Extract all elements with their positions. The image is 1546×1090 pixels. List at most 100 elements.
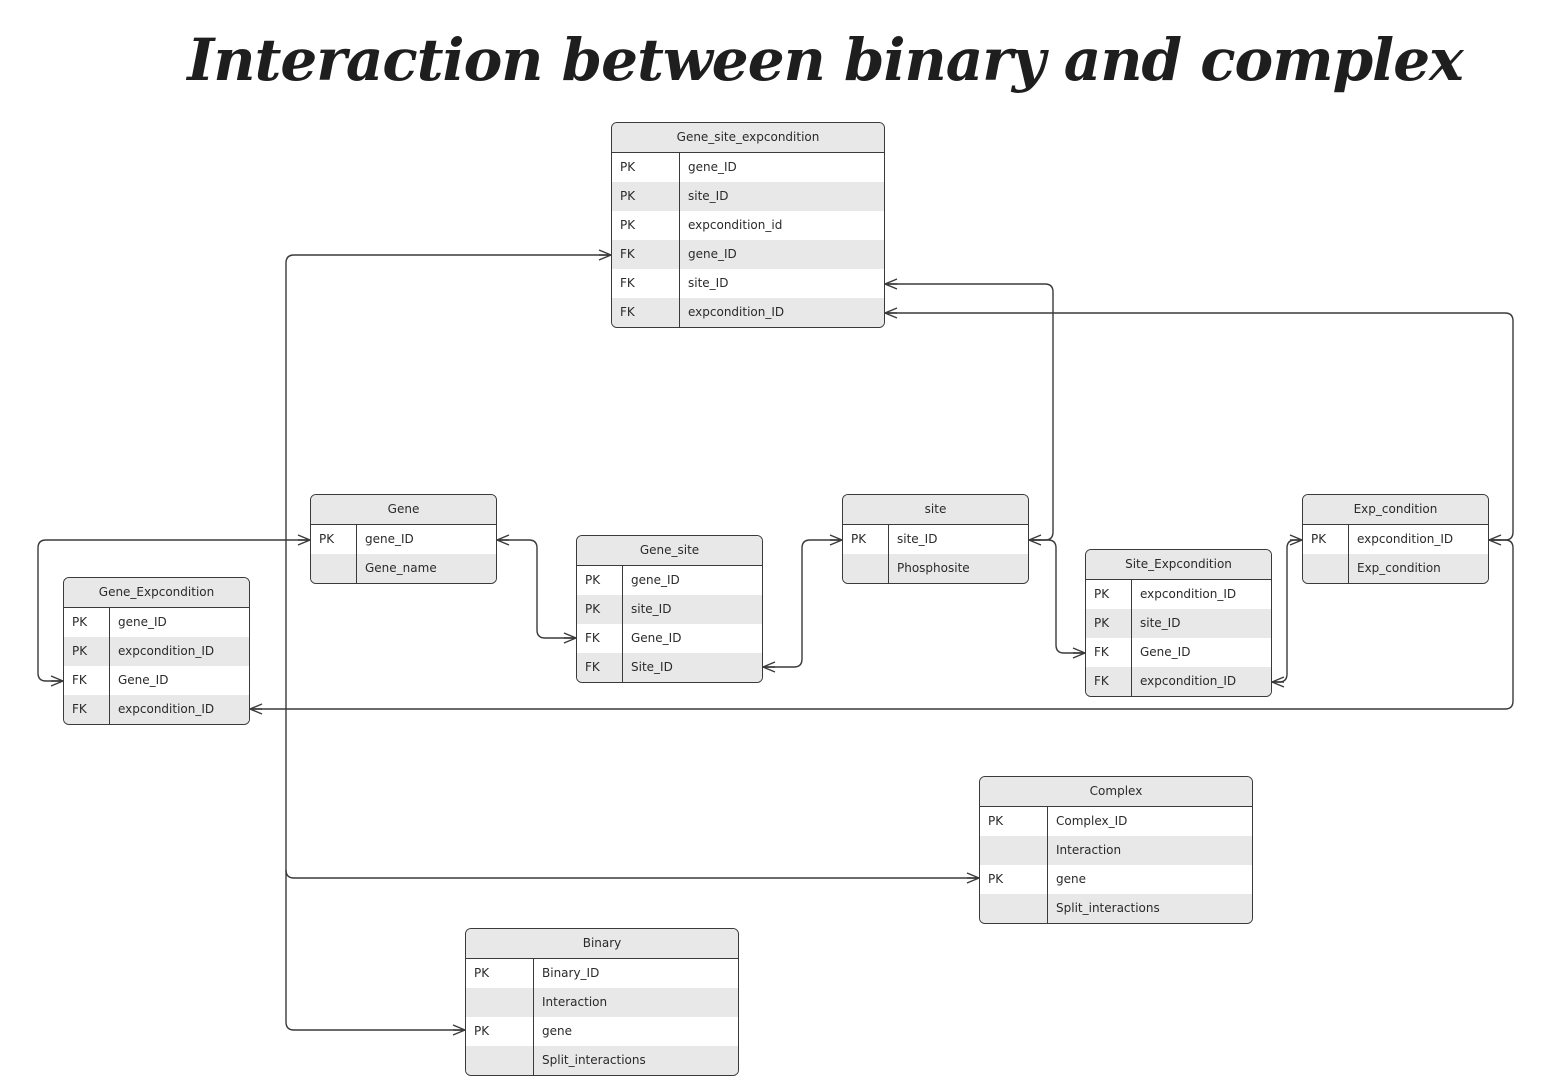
entity-row: FK gene_ID [612, 240, 884, 269]
key-type: PK [466, 1017, 534, 1046]
connector-site-genesite [763, 539, 842, 668]
crow-foot-icon [563, 632, 577, 644]
key-type: FK [612, 298, 680, 327]
field-name: site_ID [897, 532, 938, 546]
key-type: FK [612, 269, 680, 298]
key-type [466, 988, 534, 1017]
field-name: gene_ID [688, 247, 737, 261]
key-type: FK [577, 653, 623, 682]
field-name: expcondition_ID [1140, 674, 1237, 688]
entity-row: FK expcondition_ID [612, 298, 884, 327]
entity-row: Interaction [980, 836, 1252, 865]
key-type [1303, 554, 1349, 583]
field-name: Exp_condition [1357, 561, 1441, 575]
key-type: PK [1086, 609, 1132, 638]
crow-foot-icon [884, 307, 898, 319]
connector-gene-binary [285, 254, 611, 1031]
field-name: Gene_ID [1140, 645, 1191, 659]
key-type: PK [577, 566, 623, 595]
connector-gene-geneexp [37, 539, 286, 682]
entity-row: PK site_ID [612, 182, 884, 211]
field-name: expcondition_ID [118, 644, 215, 658]
key-type: FK [577, 624, 623, 653]
key-type: PK [577, 595, 623, 624]
key-type: PK [466, 959, 534, 988]
field-name: Interaction [542, 995, 608, 1009]
field-name: Gene_ID [118, 673, 169, 687]
entity-row: Split_interactions [980, 894, 1252, 923]
entity-title: Gene_Expcondition [64, 578, 249, 608]
field-name: Gene_name [365, 561, 437, 575]
key-type: PK [64, 637, 110, 666]
field-name: expcondition_ID [688, 305, 785, 319]
key-type: PK [64, 608, 110, 637]
key-type: FK [64, 695, 110, 724]
entity-row: Gene_name [311, 554, 496, 583]
entity-title: site [843, 495, 1028, 525]
field-name: site_ID [688, 189, 729, 203]
field-name: gene_ID [631, 573, 680, 587]
field-name: expcondition_ID [118, 702, 215, 716]
field-name: Binary_ID [542, 966, 600, 980]
entity-row: PK gene_ID [64, 608, 249, 637]
key-type: PK [1303, 525, 1349, 554]
entity-row: FK Gene_ID [64, 666, 249, 695]
crow-foot-icon [1072, 647, 1086, 659]
crow-foot-icon [297, 534, 311, 546]
entity-row: FK Site_ID [577, 653, 762, 682]
crow-foot-icon [249, 703, 263, 715]
connector-exp-geneexp [250, 539, 1514, 710]
entity-row: Exp_condition [1303, 554, 1488, 583]
field-name: expcondition_id [688, 218, 783, 232]
field-name: Site_ID [631, 660, 673, 674]
entity-title: Gene_site_expcondition [612, 123, 884, 153]
key-type: FK [612, 240, 680, 269]
entity-title: Gene_site [577, 536, 762, 566]
connector-site-siteexp [1029, 539, 1085, 654]
crow-foot-icon [598, 249, 612, 261]
connector-gene-complex [285, 869, 979, 879]
field-name: gene_ID [365, 532, 414, 546]
entity-row: PK expcondition_ID [64, 637, 249, 666]
key-type: PK [612, 182, 680, 211]
key-type [980, 836, 1048, 865]
crow-foot-icon [966, 872, 980, 884]
crow-foot-icon [829, 534, 843, 546]
crow-foot-icon [1289, 534, 1303, 546]
field-name: site_ID [688, 276, 729, 290]
key-type: FK [1086, 667, 1132, 696]
crow-foot-icon [496, 534, 510, 546]
field-name: expcondition_ID [1357, 532, 1454, 546]
field-name: Phosphosite [897, 561, 970, 575]
entity-row: FK Gene_ID [1086, 638, 1271, 667]
entity-title: Binary [466, 929, 738, 959]
field-name: Split_interactions [542, 1053, 646, 1067]
connector-exp-gse [885, 312, 1514, 541]
key-type: FK [1086, 638, 1132, 667]
entity-row: FK expcondition_ID [64, 695, 249, 724]
field-name: site_ID [1140, 616, 1181, 630]
entity-row: PK gene_ID [577, 566, 762, 595]
entity-row: Split_interactions [466, 1046, 738, 1075]
field-name: gene_ID [118, 615, 167, 629]
key-type: FK [64, 666, 110, 695]
field-name: expcondition_ID [1140, 587, 1237, 601]
field-name: gene [1056, 872, 1086, 886]
entity-title: Exp_condition [1303, 495, 1488, 525]
